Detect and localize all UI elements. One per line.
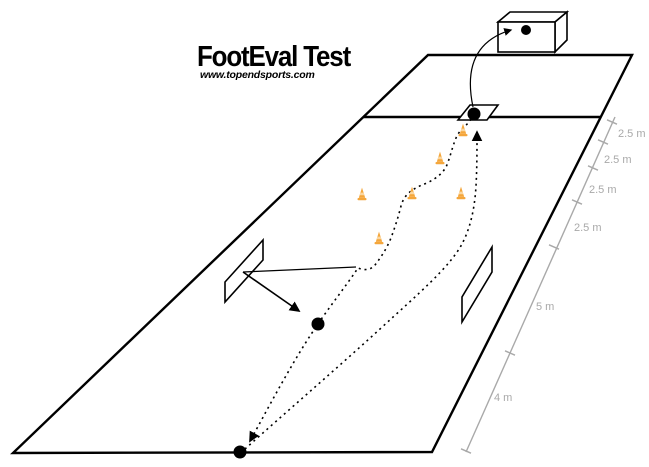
measurement-tick (606, 119, 618, 125)
start-ball-icon (233, 445, 247, 459)
left-rebound-wall (224, 237, 264, 305)
wall-rebound-arrow (242, 271, 301, 313)
measurement-tick (548, 244, 560, 250)
measurement-tick (587, 165, 599, 171)
measurement-line-group: 2.5 m 2.5 m 2.5 m 2.5 m 5 m 4 m (460, 116, 646, 454)
website-credit: www.topendsports.com (200, 69, 315, 81)
cone-icon (458, 123, 468, 137)
measurement-label: 2.5 m (574, 222, 602, 234)
cone-icon (456, 186, 466, 200)
measurement-tick (460, 448, 472, 454)
measurement-label: 5 m (536, 301, 554, 313)
wall-pass-line (242, 266, 357, 273)
measurement-label: 2.5 m (589, 184, 617, 196)
measurement-tick (597, 139, 609, 145)
page-title: FootEval Test (197, 40, 351, 73)
sprint-path (244, 130, 483, 450)
right-rebound-wall (461, 244, 493, 325)
measurement-label: 4 m (494, 392, 512, 404)
measurement-label: 2.5 m (604, 154, 632, 166)
field-outline (10, 53, 634, 455)
cone-icon (435, 151, 445, 165)
goal-ball-icon (521, 25, 531, 35)
dribble-slalom-path (249, 118, 472, 443)
measurement-tick (571, 199, 583, 205)
rebound-ball-icon (311, 317, 325, 331)
measurement-line (465, 116, 616, 453)
cone-icon (357, 187, 367, 201)
penalty-spot-ball-icon (467, 107, 481, 121)
shot-path (469, 28, 513, 108)
goal-box (495, 10, 570, 54)
measurement-label: 2.5 m (618, 128, 646, 140)
cone-icon (374, 231, 384, 245)
measurement-tick (504, 350, 516, 356)
